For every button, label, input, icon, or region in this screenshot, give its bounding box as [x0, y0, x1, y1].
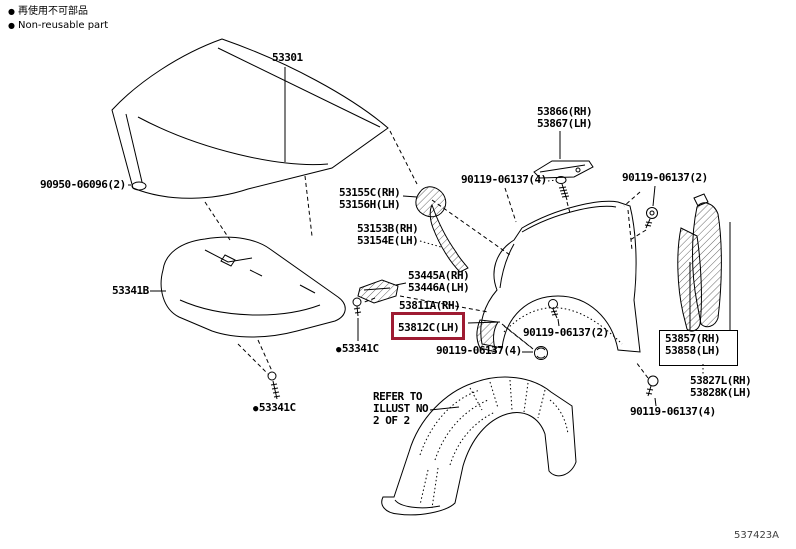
- hood-insulator-drawing: [150, 236, 346, 338]
- figure-code: 537423A: [734, 530, 780, 541]
- selected-part-highlight[interactable]: 53812C(LH): [391, 312, 466, 340]
- clip-drawings: [237, 297, 376, 400]
- part-label-bolt-2a[interactable]: 90119-06137(2): [622, 171, 708, 184]
- fender-bracket-drawing: [357, 279, 489, 313]
- part-label-protector[interactable]: 53866(RH) 53867(LH): [537, 105, 593, 130]
- hood-panel-drawing: [111, 38, 418, 241]
- part-label-shield-box[interactable]: 53857(RH) 53858(LH): [659, 330, 738, 366]
- non-reusable-bullet-icon: ●: [253, 404, 258, 414]
- non-reusable-bullet-icon: ●: [8, 21, 15, 30]
- part-label-hood[interactable]: 53301: [272, 51, 303, 64]
- part-label-bolt-4b[interactable]: 90119-06137(4): [436, 344, 522, 357]
- part-label-shield: 53857(RH) 53858(LH): [665, 332, 721, 357]
- part-label-mudguard[interactable]: 53827L(RH) 53828K(LH): [690, 374, 752, 399]
- cowl-side-drawing: [415, 186, 469, 273]
- part-label-insulator[interactable]: 53341B: [112, 284, 149, 297]
- part-label-clip-1[interactable]: ●53341C: [336, 342, 379, 356]
- fender-protector-drawing: [533, 131, 594, 179]
- part-label-cowl-side[interactable]: 53155C(RH) 53156H(LH): [339, 186, 401, 211]
- apron-shield-drawing: [677, 193, 731, 374]
- legend-line-jp: ●再使用不可部品: [8, 6, 88, 17]
- part-label-fender-rh[interactable]: 53811A(RH): [399, 299, 461, 312]
- hood-clip-drawing: [131, 181, 147, 191]
- part-label-bracket[interactable]: 53445A(RH) 53446A(LH): [408, 269, 470, 294]
- fender-drawing: [467, 187, 641, 353]
- part-label-bolt-2b[interactable]: 90119-06137(2): [523, 326, 609, 339]
- cowl-side-leaders: [402, 195, 511, 256]
- note-arrow: [429, 406, 460, 411]
- part-label-bolt-4c[interactable]: 90119-06137(4): [630, 405, 716, 418]
- non-reusable-bullet-icon: ●: [8, 7, 15, 16]
- part-label-brace[interactable]: 53153B(RH) 53154E(LH): [357, 222, 419, 247]
- legend-line-en: ●Non-reusable part: [8, 20, 109, 31]
- non-reusable-bullet-icon: ●: [336, 345, 341, 355]
- part-label-hood-clip[interactable]: 90950-06096(2): [40, 178, 126, 191]
- fender-liner-drawing: [381, 376, 577, 516]
- refer-note: REFER TO ILLUST NO 2 OF 2: [373, 390, 429, 427]
- bolt-drawings: [503, 176, 659, 407]
- legend: ●再使用不可部品 ●Non-reusable part: [8, 5, 108, 33]
- part-label-clip-2[interactable]: ●53341C: [253, 401, 296, 415]
- part-label-bolt-4a[interactable]: 90119-06137(4): [461, 173, 547, 186]
- part-label-fender-lh: 53812C(LH): [398, 321, 460, 334]
